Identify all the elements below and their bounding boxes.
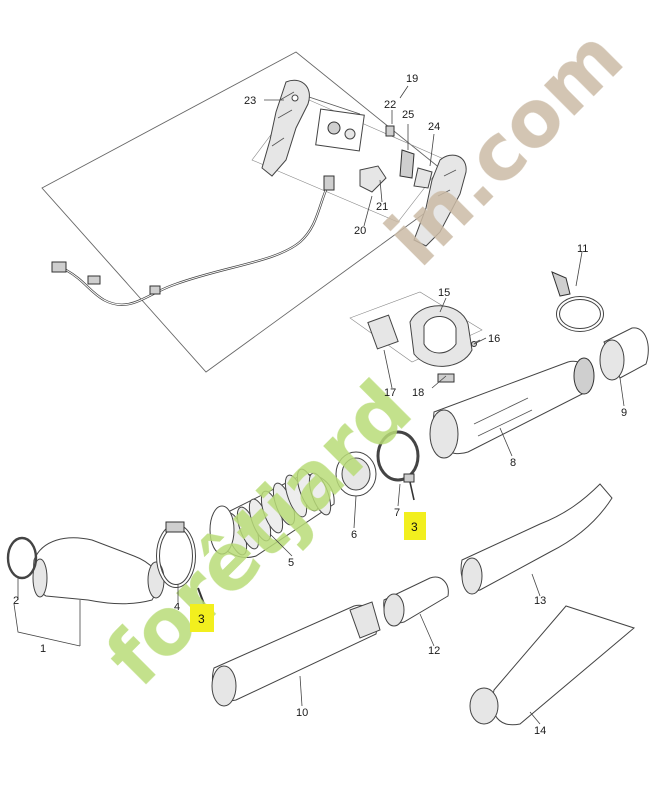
switch-parts xyxy=(315,108,433,193)
part-labels: 1 2 4 5 6 7 8 9 10 11 12 13 14 15 16 17 … xyxy=(13,73,627,737)
highlight-label-3-upper: 3 xyxy=(404,512,426,540)
label-12: 12 xyxy=(428,645,440,657)
label-24: 24 xyxy=(428,121,440,133)
label-5: 5 xyxy=(288,557,294,569)
part-clamp-ring xyxy=(376,430,420,501)
label-15: 15 xyxy=(438,287,450,299)
part-strap-ring xyxy=(551,271,604,332)
label-14: 14 xyxy=(534,725,546,737)
label-23: 23 xyxy=(244,95,256,107)
part-ring xyxy=(335,451,377,497)
label-11: 11 xyxy=(577,243,588,255)
label-21: 21 xyxy=(376,201,388,213)
label-19: 19 xyxy=(406,73,418,85)
part-main-tube xyxy=(429,357,595,459)
cable-harness xyxy=(51,175,335,306)
watermark: forêtjard in.com xyxy=(90,13,641,704)
label-6: 6 xyxy=(351,529,357,541)
part-flat-nozzle xyxy=(469,605,636,726)
label-18: 18 xyxy=(412,387,424,399)
highlight-label-3-lower: 3 xyxy=(190,604,214,632)
label-10: 10 xyxy=(296,707,308,719)
part-hose-clamp xyxy=(156,521,196,588)
housing-clamp-parts xyxy=(349,291,483,383)
label-8: 8 xyxy=(510,457,516,469)
label-2: 2 xyxy=(13,595,19,607)
part-long-tube xyxy=(211,601,381,707)
leader-lines xyxy=(13,85,625,725)
part-screw xyxy=(197,587,205,605)
svg-text:in.com: in.com xyxy=(370,13,641,284)
label-1: 1 xyxy=(40,643,46,655)
part-gasket xyxy=(6,536,38,580)
label-17: 17 xyxy=(384,387,396,399)
label-13: 13 xyxy=(534,595,546,607)
label-4: 4 xyxy=(174,601,180,613)
part-nozzle-short xyxy=(383,576,449,627)
label-3-lower: 3 xyxy=(198,612,205,626)
label-22: 22 xyxy=(384,99,396,111)
label-20: 20 xyxy=(354,225,366,237)
label-7: 7 xyxy=(394,507,400,519)
label-9: 9 xyxy=(621,407,627,419)
label-25: 25 xyxy=(402,109,414,121)
part-corrugated-hose xyxy=(209,468,335,558)
part-nozzle-curved xyxy=(460,483,613,595)
label-3-upper: 3 xyxy=(411,520,418,534)
handle-housing-right xyxy=(413,154,467,247)
label-16: 16 xyxy=(488,333,500,345)
part-end-cap xyxy=(599,327,649,381)
handle-housing-left xyxy=(261,79,310,177)
